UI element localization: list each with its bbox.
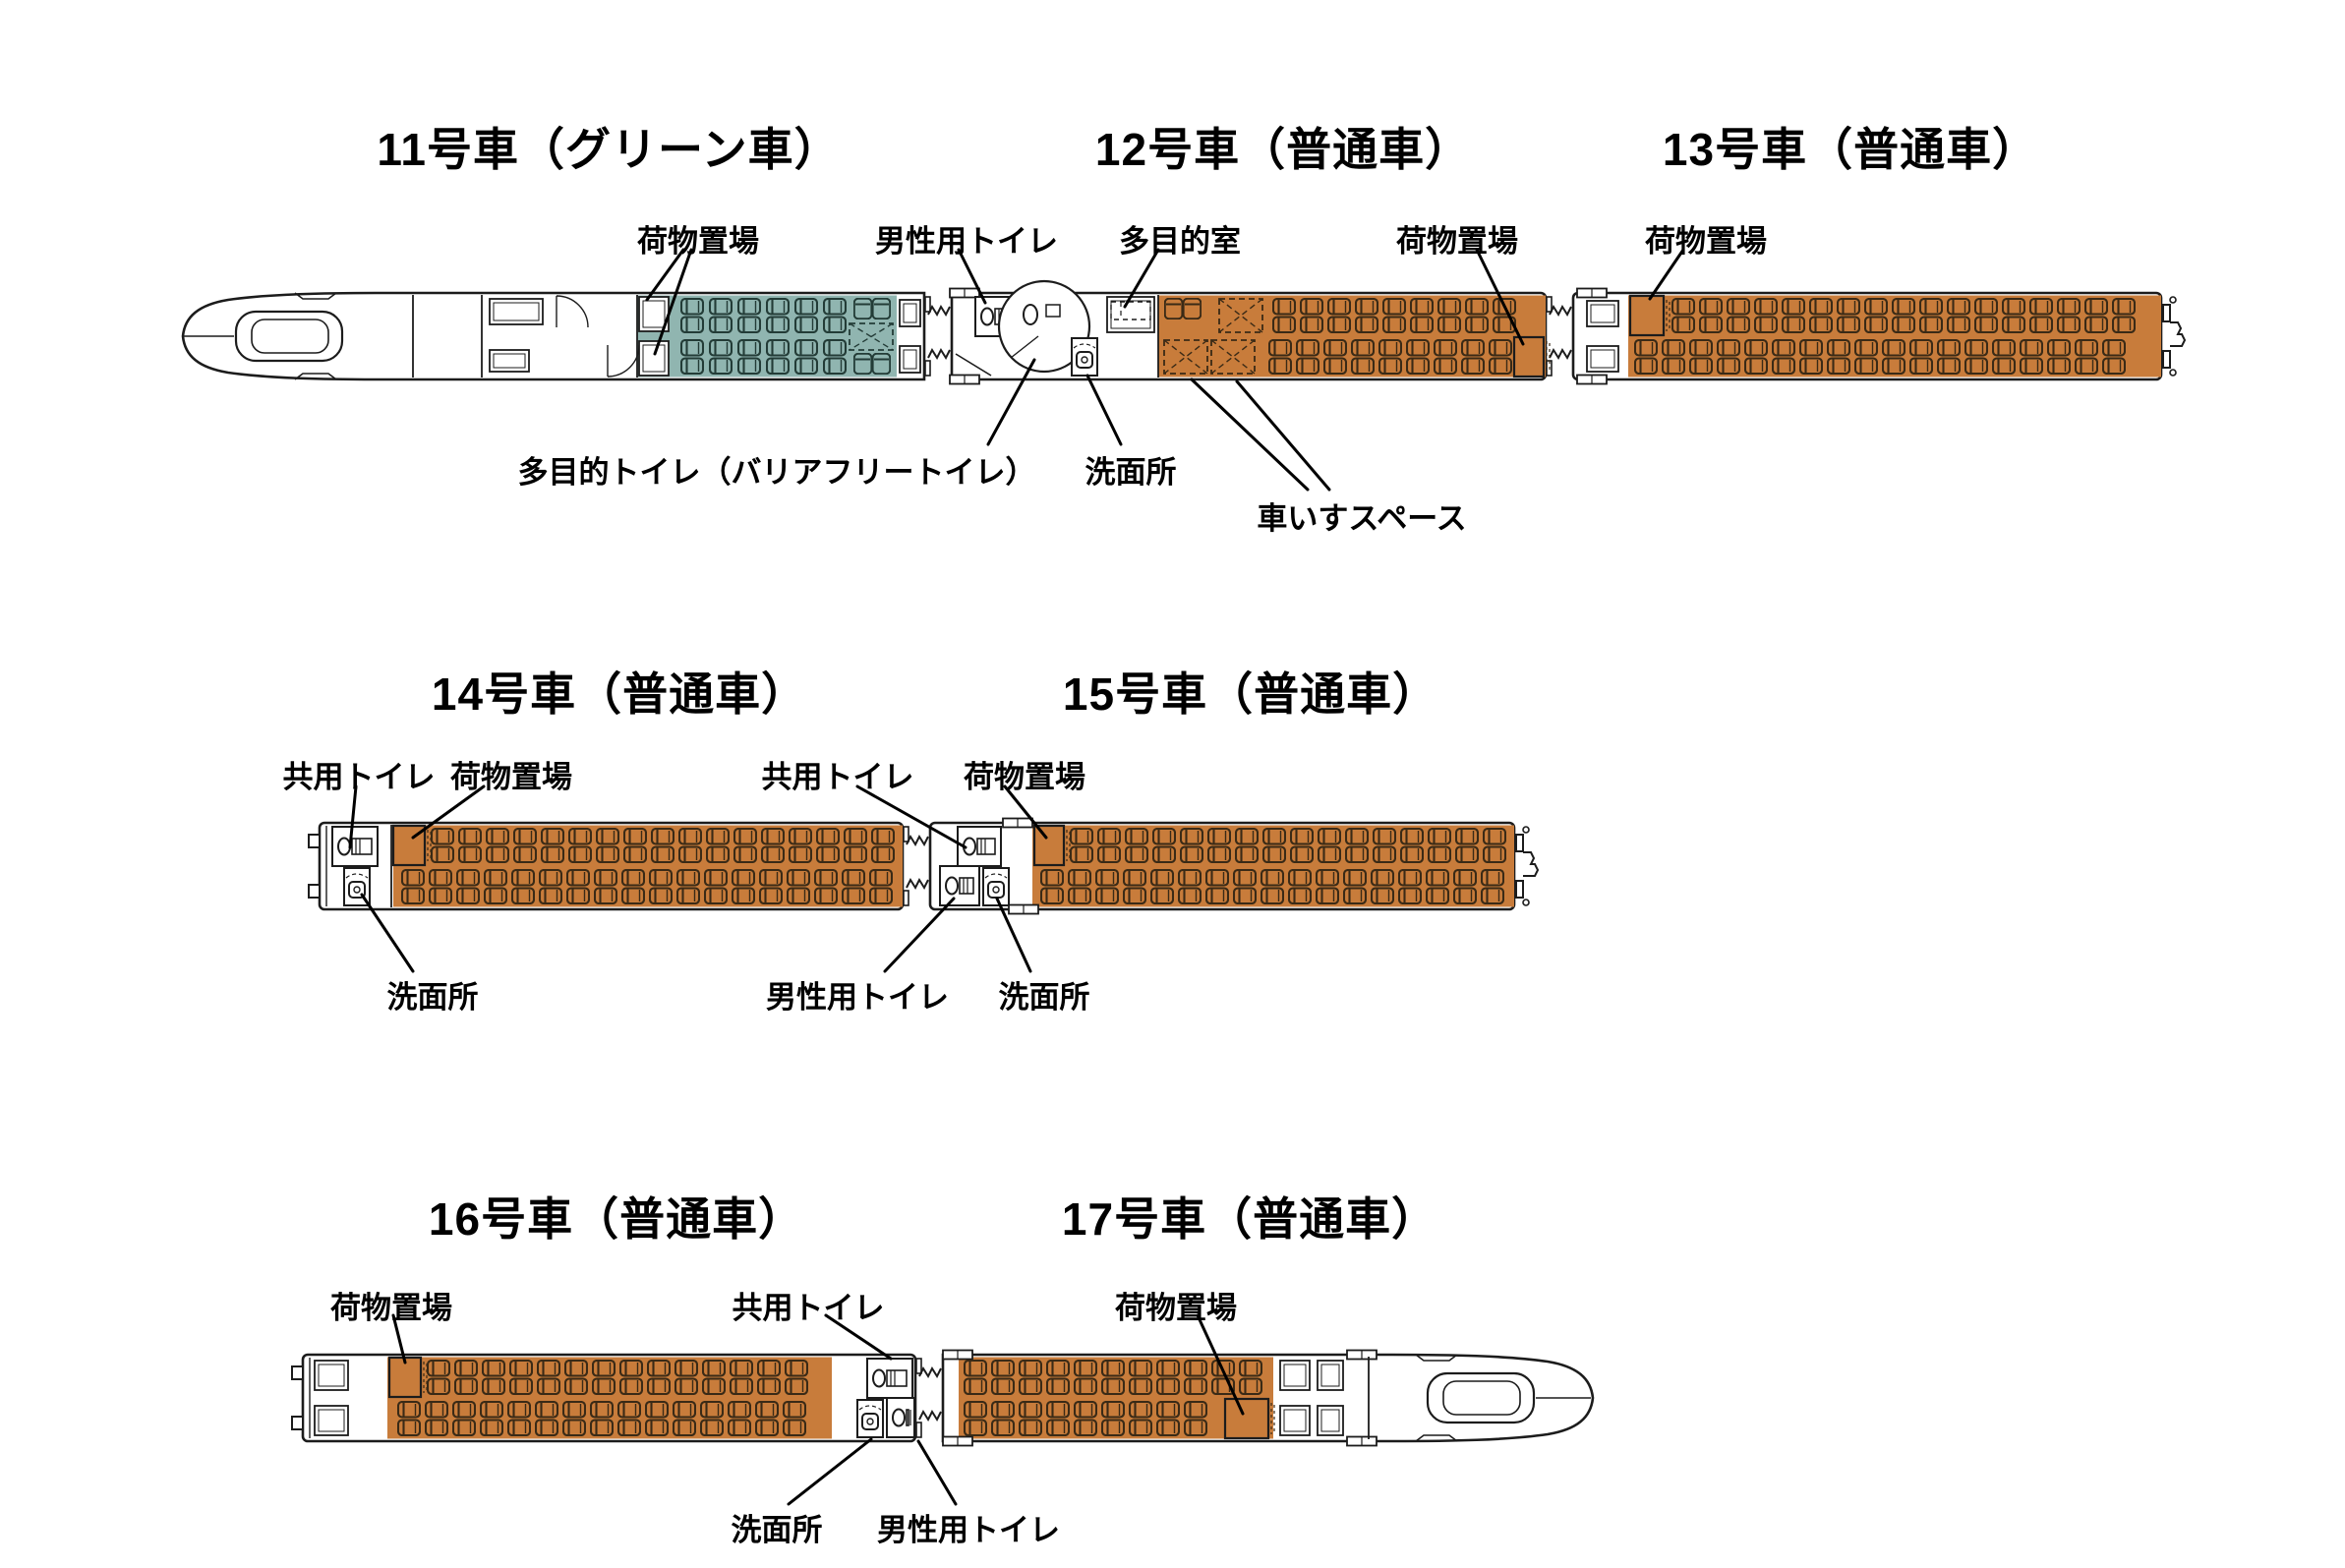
gangway-bellows (1546, 296, 1553, 313)
label-luggage-17: 荷物置場 (1115, 1291, 1237, 1325)
car-16-diagram (291, 1353, 942, 1443)
cab-windshield (1426, 1371, 1536, 1424)
label-shared-toilet-14: 共用トイレ (283, 760, 436, 794)
ordinary-seating-area (959, 1357, 1273, 1439)
wheelchair-space-marker (1218, 298, 1263, 333)
callout-line (1085, 374, 1123, 446)
callout-line (995, 897, 1032, 973)
callout-line (1648, 248, 1685, 301)
label-multipurpose-room-12: 多目的室 (1119, 224, 1241, 259)
title-car-car12: 12号車（普通車） (1095, 124, 1471, 175)
cabinet (314, 1405, 349, 1436)
label-mens-toilet-15: 男性用トイレ (766, 980, 949, 1015)
roof-hatch (1415, 1354, 1458, 1362)
callout-line (824, 1313, 893, 1361)
label-washstand-14: 洗面所 (387, 980, 479, 1015)
callout-line (645, 248, 685, 302)
title-car-car15: 15号車（普通車） (1063, 668, 1438, 720)
label-washstand-12: 洗面所 (1085, 455, 1177, 490)
callout-line (855, 784, 967, 849)
callout-line (1196, 1313, 1245, 1416)
car-17-diagram (941, 1349, 1595, 1447)
callout-line (1003, 784, 1048, 840)
toilet-icon (331, 826, 379, 867)
callout-line (787, 1437, 873, 1506)
title-car-car11: 11号車（グリーン車） (377, 124, 840, 175)
label-luggage-11: 荷物置場 (637, 224, 759, 259)
label-luggage-12: 荷物置場 (1396, 224, 1518, 259)
label-multipurpose-toilet-12: 多目的トイレ（バリアフリートイレ） (518, 455, 1036, 490)
label-luggage-16: 荷物置場 (330, 1291, 452, 1325)
luggage-rack (387, 1356, 423, 1399)
end-connector (2162, 304, 2171, 322)
callout-line (360, 893, 415, 973)
title-car-car17: 17号車（普通車） (1062, 1193, 1437, 1245)
callout-line (1123, 248, 1160, 309)
door-swing-arc (556, 295, 589, 328)
car-13-diagram (1571, 287, 2187, 385)
coupler (308, 834, 321, 848)
callout-line (391, 1313, 407, 1365)
cabinet (638, 340, 670, 377)
multipurpose-room-bed-icon (1110, 301, 1151, 320)
cabinet (314, 1360, 349, 1391)
label-luggage-15: 荷物置場 (964, 760, 1085, 794)
label-washstand-15: 洗面所 (999, 980, 1090, 1015)
label-luggage-13: 荷物置場 (1645, 224, 1767, 259)
luggage-rack (1223, 1397, 1270, 1440)
cabinet (899, 299, 921, 327)
callout-line (653, 248, 693, 356)
label-shared-toilet-15: 共用トイレ (762, 760, 914, 794)
car-12-diagram (949, 279, 1572, 385)
label-wheelchair-space-12: 車いすスペース (1257, 501, 1466, 536)
roof-hatch (294, 373, 337, 380)
cabinet (489, 349, 530, 373)
gangway-bellows (915, 1358, 922, 1374)
label-washstand-16: 洗面所 (732, 1513, 823, 1547)
label-mens-toilet-12: 男性用トイレ (875, 224, 1058, 259)
wheelchair-space-marker (1210, 339, 1256, 375)
roof-hatch (294, 292, 337, 300)
car-11-diagram (181, 291, 951, 381)
label-shared-toilet-16: 共用トイレ (733, 1291, 885, 1325)
car-15-diagram (928, 817, 1540, 915)
callout-line (957, 248, 987, 305)
cab-windshield (234, 310, 344, 363)
coupler (291, 1365, 304, 1380)
end-connector (1515, 834, 1524, 852)
luggage-rack (391, 824, 427, 867)
title-car-car16: 16号車（普通車） (429, 1193, 804, 1245)
callout-line (1235, 379, 1331, 492)
callout-line (348, 784, 358, 849)
callout-line (883, 897, 956, 973)
roof-hatch (1415, 1434, 1458, 1442)
ordinary-seating-area (393, 825, 903, 907)
wheelchair-space-marker (849, 322, 894, 351)
label-mens-toilet-16: 男性用トイレ (877, 1513, 1060, 1547)
angled-wall (955, 353, 992, 377)
cabinet (1106, 296, 1155, 333)
gangway-bellows (903, 826, 909, 842)
wheelchair-space-marker (1163, 339, 1208, 375)
car-14-diagram (308, 821, 929, 911)
label-luggage-14: 荷物置場 (450, 760, 572, 794)
luggage-rack (1628, 294, 1666, 337)
gangway-bellows (924, 296, 931, 313)
luggage-rack (1512, 335, 1546, 378)
callout-line (986, 358, 1036, 446)
callout-line (916, 1439, 958, 1506)
cabinet (1279, 1405, 1311, 1436)
cabinet (899, 345, 921, 374)
callout-line (1190, 377, 1310, 492)
luggage-rack (1032, 824, 1066, 867)
callout-line (1475, 248, 1525, 346)
cabinet (1279, 1360, 1311, 1391)
title-car-car13: 13号車（普通車） (1663, 124, 2038, 175)
callout-line (411, 784, 486, 840)
title-car-car14: 14号車（普通車） (432, 668, 807, 720)
